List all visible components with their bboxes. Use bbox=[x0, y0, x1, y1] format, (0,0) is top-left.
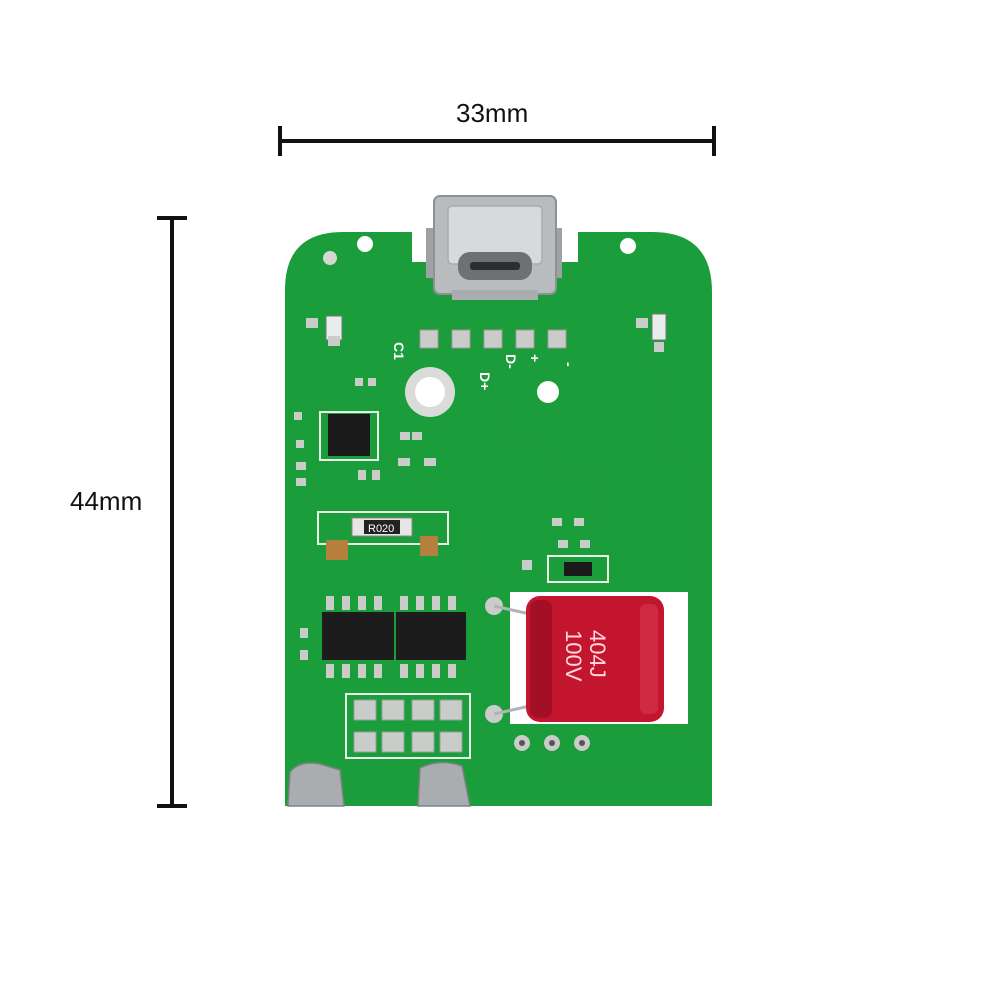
height-dimension-label: 44mm bbox=[70, 486, 143, 516]
usb-c-connector bbox=[426, 195, 562, 300]
resistor-marking: R020 bbox=[368, 523, 394, 535]
soic-chips bbox=[322, 596, 466, 678]
height-dimension-line bbox=[157, 216, 187, 808]
led-right bbox=[636, 313, 667, 352]
lower-pad-block bbox=[345, 693, 471, 759]
film-capacitor: 404J 100V bbox=[526, 596, 664, 722]
pad-row bbox=[419, 329, 567, 349]
pad-label-dminus: D- bbox=[503, 354, 519, 369]
via-pad bbox=[323, 251, 337, 265]
smd-outline bbox=[547, 555, 609, 583]
pad-label-plus: + bbox=[527, 354, 543, 362]
ic-chip-qfn bbox=[319, 411, 379, 461]
mounting-hole-small-right bbox=[620, 238, 636, 254]
through-hole-pads bbox=[514, 735, 590, 751]
capacitor-marking-line1: 404J bbox=[585, 630, 610, 678]
width-dimension-line bbox=[278, 126, 716, 156]
capacitor-marking-line2: 100V bbox=[561, 630, 586, 682]
smd-diode bbox=[564, 562, 592, 576]
smd-components bbox=[294, 378, 590, 660]
width-dimension-label: 33mm bbox=[456, 98, 529, 128]
battery-solder-pads bbox=[287, 761, 471, 807]
pad-label-dplus: D+ bbox=[477, 372, 493, 390]
mounting-hole-center bbox=[415, 377, 445, 407]
pad-label-minus: - bbox=[561, 362, 577, 367]
mounting-hole-right bbox=[537, 381, 559, 403]
mounting-hole-small-left bbox=[357, 236, 373, 252]
led-left bbox=[306, 315, 343, 346]
pad-label-c1: C1 bbox=[391, 342, 407, 360]
resistor-r020: R020 bbox=[317, 511, 449, 560]
